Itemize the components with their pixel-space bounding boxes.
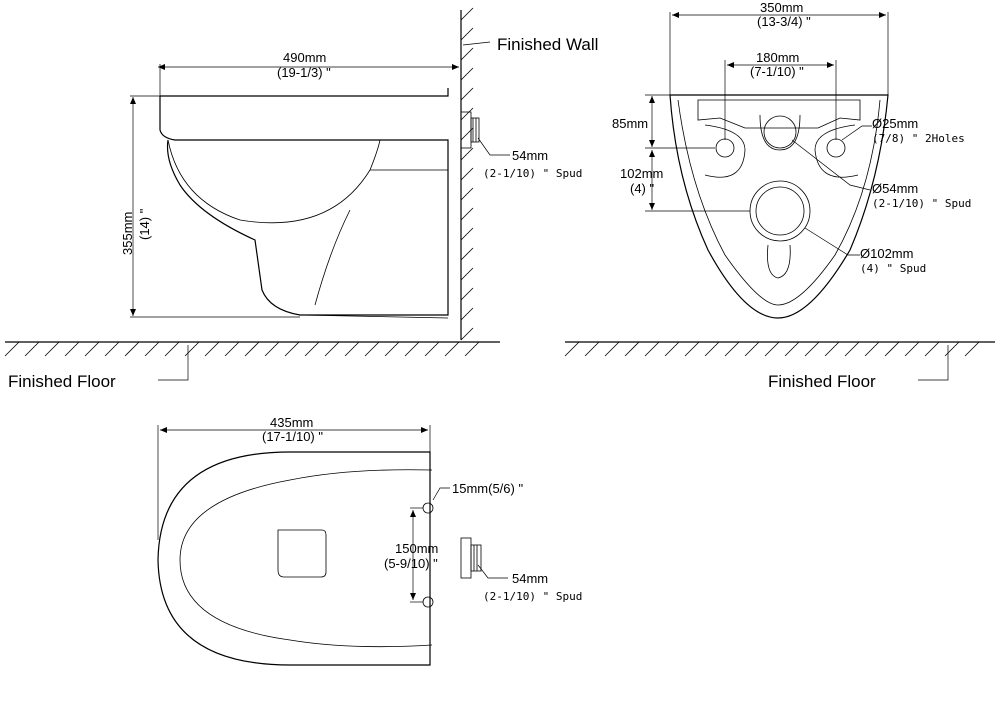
side-height-mm: 355mm: [120, 212, 135, 255]
top-length-in: (17-1/10) ": [262, 429, 323, 444]
rear-spud-mm: Ø54mm: [872, 181, 918, 196]
top-spud: [460, 537, 482, 579]
rear-outlet-offset-in: (4) ": [630, 181, 655, 196]
side-height-in: (14) ": [137, 208, 152, 240]
rear-outlet-in: (4) " Spud: [860, 262, 926, 275]
top-spacing-mm: 150mm: [395, 541, 438, 556]
top-hole-label: 15mm(5/6) ": [452, 481, 523, 496]
rear-floor-hatch: [564, 341, 980, 357]
top-length-mm: 435mm: [270, 415, 313, 430]
rear-bolt-in: (7-1/10) ": [750, 64, 804, 79]
floor-hatch: [4, 341, 480, 357]
top-spud-in: (2-1/10) " Spud: [483, 590, 582, 603]
top-spud-mm: 54mm: [512, 571, 548, 586]
rear-floor-label: Finished Floor: [768, 372, 876, 391]
side-bowl-inner: [167, 139, 381, 224]
side-spud-in: (2-1/10) " Spud: [483, 167, 582, 180]
side-spud: [460, 111, 480, 149]
side-bowl-outline: [159, 88, 449, 316]
side-width-mm: 490mm: [283, 50, 326, 65]
rear-outlet-mm: Ø102mm: [860, 246, 913, 261]
side-trap: [314, 169, 448, 306]
top-seat-hinge-plate: [277, 529, 327, 578]
rear-hole-mm: Ø25mm: [872, 116, 918, 131]
rear-spud-hole: [763, 115, 797, 149]
rear-width-mm: 350mm: [760, 0, 803, 15]
side-view: 490mm (19-1/3) " 355mm (14) " Finished W…: [4, 7, 598, 391]
top-hole-upper: [422, 502, 434, 514]
side-width-in: (19-1/3) ": [277, 65, 331, 80]
top-view: 435mm (17-1/10) " 150mm (5-9/10) " 15mm(…: [157, 415, 582, 666]
top-spacing-in: (5-9/10) ": [384, 556, 438, 571]
top-outline: [157, 451, 431, 666]
rear-outlet-offset-mm: 102mm: [620, 166, 663, 181]
rear-bolt-mm: 180mm: [756, 50, 799, 65]
rear-outlet: [749, 180, 811, 242]
rear-top-offset: 85mm: [612, 116, 648, 131]
rear-view: 350mm (13-3/4) " 180mm (7-1/10) " 85mm 1…: [564, 0, 995, 391]
wall-hatch: [460, 7, 474, 341]
rear-spud-in: (2-1/10) " Spud: [872, 197, 971, 210]
top-hole-lower: [422, 596, 434, 608]
side-floor-label: Finished Floor: [8, 372, 116, 391]
rear-bolt-holes: [704, 124, 859, 178]
rear-width-in: (13-3/4) ": [757, 14, 811, 29]
rear-outline: [669, 94, 889, 319]
rear-hole-in: (7/8) " 2Holes: [872, 132, 965, 145]
side-wall-label: Finished Wall: [497, 35, 598, 54]
side-spud-mm: 54mm: [512, 148, 548, 163]
